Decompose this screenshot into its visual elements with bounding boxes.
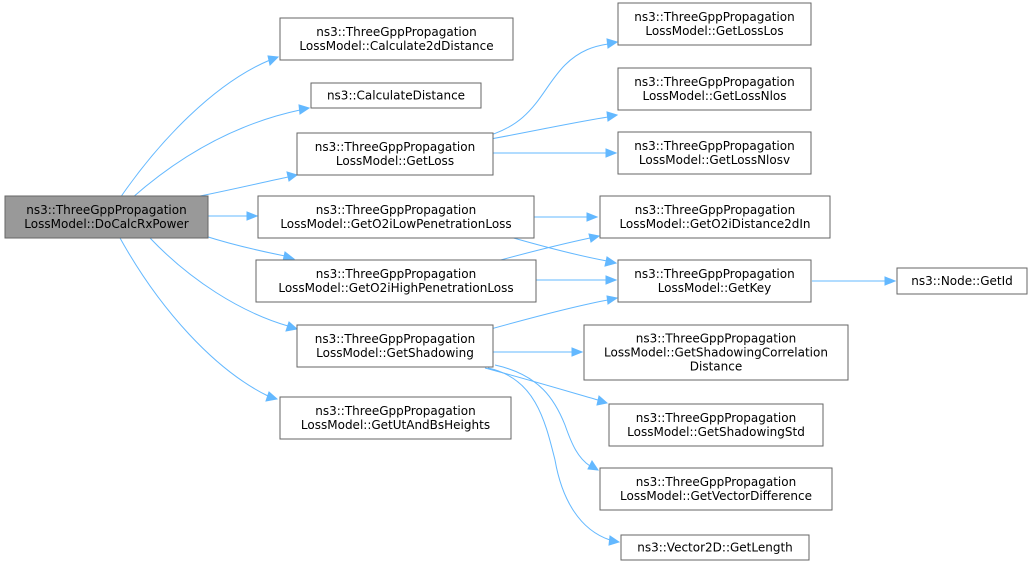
node-box [255,259,537,303]
node-box [617,259,812,303]
node-label: LossModel::GetLoss [336,154,454,168]
node-label: LossModel::GetKey [658,281,772,295]
node-getlength[interactable]: ns3::Vector2D::GetLength [620,534,810,561]
node-lossnlos[interactable]: ns3::ThreeGppPropagationLossModel::GetLo… [617,67,812,111]
node-label: LossModel::GetLossLos [645,24,783,38]
node-label: ns3::ThreeGppPropagation [634,139,794,153]
node-label: Distance [690,360,742,374]
node-box [4,195,209,239]
edge-root-o2ilow [208,211,259,221]
node-label: ns3::ThreeGppPropagation [315,332,475,346]
node-lossnlosv[interactable]: ns3::ThreeGppPropagationLossModel::GetLo… [617,131,812,175]
node-label: LossModel::Calculate2dDistance [299,39,493,53]
node-getloss[interactable]: ns3::ThreeGppPropagationLossModel::GetLo… [296,132,494,176]
node-label: LossModel::GetO2iDistance2dIn [619,217,810,231]
edge-root-calcdist [131,104,311,199]
edge-shadowing-shadcorr [492,347,584,357]
edge-getloss-lossnlosv [492,148,618,158]
edge-root-getloss [199,171,299,197]
edge-getloss-losslos [479,38,619,139]
node-box [599,195,831,239]
node-box [599,467,833,511]
node-label: LossModel::GetShadowing [316,346,474,360]
node-nodegetid[interactable]: ns3::Node::GetId [896,267,1028,295]
node-label: ns3::ThreeGppPropagation [315,404,475,418]
node-label: LossModel::GetUtAndBsHeights [301,418,490,432]
edge-root-o2ihigh [204,235,296,262]
node-calcdist[interactable]: ns3::CalculateDistance [310,82,482,109]
node-label: LossModel::GetO2iLowPenetrationLoss [280,217,511,231]
node-label: ns3::ThreeGppPropagation [26,203,186,217]
node-label: ns3::ThreeGppPropagation [636,475,796,489]
node-label: LossModel::GetShadowingCorrelation [604,346,828,360]
edge-o2ilow-getkey [509,236,618,267]
edge-shadowing-getlength [487,367,621,546]
node-box [583,324,849,381]
node-box [257,195,535,239]
node-box [617,67,812,111]
node-o2ilow[interactable]: ns3::ThreeGppPropagationLossModel::GetO2… [257,195,535,239]
node-shadowing[interactable]: ns3::ThreeGppPropagationLossModel::GetSh… [296,324,494,368]
node-label: ns3::ThreeGppPropagation [316,267,476,281]
node-losslos[interactable]: ns3::ThreeGppPropagationLossModel::GetLo… [617,2,812,46]
node-label: LossModel::GetO2iHighPenetrationLoss [278,281,513,295]
node-root[interactable]: ns3::ThreeGppPropagationLossModel::DoCal… [4,195,209,239]
node-box [620,534,810,561]
node-vecdiff[interactable]: ns3::ThreeGppPropagationLossModel::GetVe… [599,467,833,511]
node-label: ns3::ThreeGppPropagation [636,332,796,346]
node-box [617,2,812,46]
edge-root-utbs [119,237,279,402]
node-label: LossModel::GetLossNlos [642,89,786,103]
node-label: ns3::ThreeGppPropagation [315,140,475,154]
edges [119,38,897,546]
node-box [296,324,494,368]
node-label: ns3::Vector2D::GetLength [637,541,793,555]
node-label: LossModel::GetLossNlosv [639,153,790,167]
edge-shadowing-vecdiff [494,364,600,471]
edge-o2ilow-o2idist [533,212,599,222]
edge-getloss-lossnlos [484,111,619,141]
node-box [296,132,494,176]
edge-root-shadowing [149,237,299,332]
edge-root-calc2d [119,55,280,199]
node-label: ns3::ThreeGppPropagation [636,411,796,425]
node-box [608,403,824,447]
node-shadcorr[interactable]: ns3::ThreeGppPropagationLossModel::GetSh… [583,324,849,381]
node-label: ns3::ThreeGppPropagation [634,75,794,89]
edge-shadowing-shadstd [484,367,609,406]
node-label: LossModel::GetVectorDifference [620,489,812,503]
nodes: ns3::ThreeGppPropagationLossModel::DoCal… [4,2,1028,561]
node-o2idist[interactable]: ns3::ThreeGppPropagationLossModel::GetO2… [599,195,831,239]
edge-o2ihigh-o2idist [496,233,601,262]
edge-shadowing-getkey [479,295,619,333]
node-label: ns3::Node::GetId [911,274,1013,288]
node-label: ns3::ThreeGppPropagation [316,25,476,39]
node-label: ns3::ThreeGppPropagation [635,203,795,217]
node-box [279,17,514,61]
node-getkey[interactable]: ns3::ThreeGppPropagationLossModel::GetKe… [617,259,812,303]
node-label: ns3::ThreeGppPropagation [634,267,794,281]
node-box [896,267,1028,295]
node-box [279,396,512,440]
node-box [310,82,482,109]
node-box [617,131,812,175]
node-label: ns3::ThreeGppPropagation [634,10,794,24]
edge-getkey-nodegetid [812,276,897,286]
node-calc2d[interactable]: ns3::ThreeGppPropagationLossModel::Calcu… [279,17,514,61]
node-label: ns3::CalculateDistance [327,89,465,103]
node-label: LossModel::DoCalcRxPower [24,217,188,231]
node-label: LossModel::GetShadowingStd [627,425,805,439]
edge-o2ihigh-getkey [535,275,618,285]
node-utbs[interactable]: ns3::ThreeGppPropagationLossModel::GetUt… [279,396,512,440]
node-label: ns3::ThreeGppPropagation [316,203,476,217]
node-shadstd[interactable]: ns3::ThreeGppPropagationLossModel::GetSh… [608,403,824,447]
node-o2ihigh[interactable]: ns3::ThreeGppPropagationLossModel::GetO2… [255,259,537,303]
